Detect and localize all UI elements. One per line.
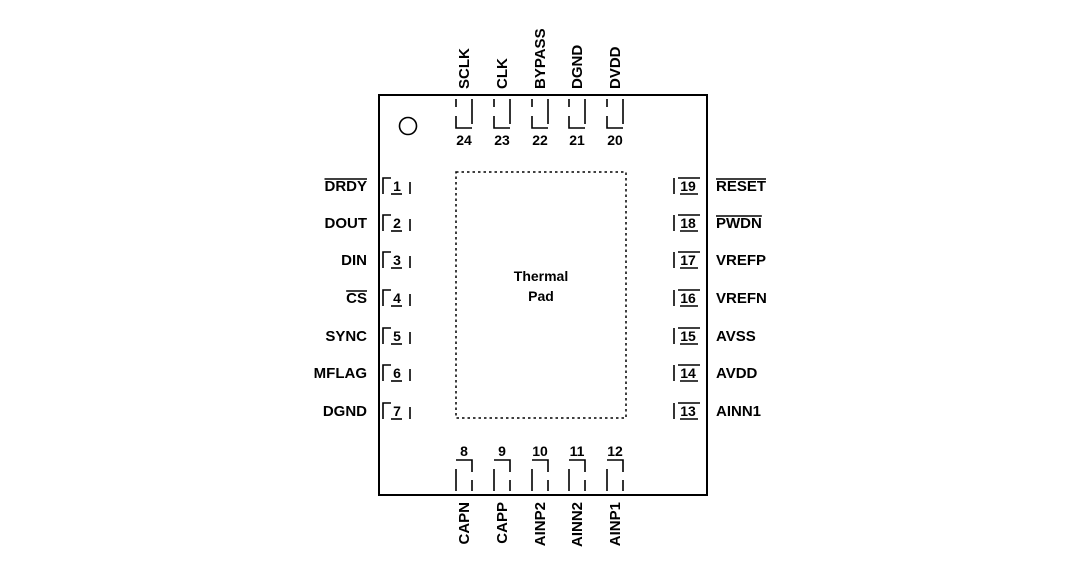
- pin-15: 15 AVSS: [673, 327, 756, 345]
- thermal-pad: [455, 171, 627, 419]
- pin-name: DGND: [569, 45, 586, 89]
- pin-name: DVDD: [607, 46, 624, 89]
- pin-number: 4: [393, 290, 401, 306]
- pin-22: 22 BYPASS: [531, 28, 549, 148]
- pins: 1 DRDY 2 DOUT 3 DIN 4 CS 5 SYNC 6 MFLAG 7 DGND 13 AINN1…: [314, 28, 767, 547]
- pin-name: SYNC: [325, 328, 367, 345]
- package-body: [378, 94, 708, 496]
- pin-number: 19: [680, 178, 696, 194]
- pin-number: 20: [607, 132, 623, 148]
- pin-name: CS: [346, 290, 367, 307]
- pin-outline-left-lower: [568, 116, 585, 129]
- pin-outline-left-lower: [493, 116, 510, 129]
- pin-name: PWDN: [716, 215, 762, 232]
- pin-name: AINP1: [607, 502, 624, 546]
- pin-outline-top: [532, 459, 549, 472]
- pin-name: DOUT: [325, 215, 368, 232]
- pin-6: 6 MFLAG: [314, 364, 411, 382]
- pin-number: 16: [680, 290, 696, 306]
- pin-number: 5: [393, 328, 401, 344]
- pin-number: 14: [680, 365, 696, 381]
- pin-outline-left: [382, 214, 391, 231]
- pin-name: AINP2: [532, 502, 549, 546]
- pin-number: 3: [393, 252, 401, 268]
- pin-16: 16 VREFN: [673, 289, 767, 307]
- pin-17: 17 VREFP: [673, 251, 766, 269]
- pin-outline-left: [382, 402, 391, 419]
- pin-name: DIN: [341, 252, 367, 269]
- pin-name: VREFP: [716, 252, 766, 269]
- pin-outline-left-lower: [606, 116, 623, 129]
- pin-number: 18: [680, 215, 696, 231]
- pin-number: 1: [393, 178, 401, 194]
- pin-name: AINN1: [716, 403, 761, 420]
- pin-number: 22: [532, 132, 548, 148]
- pin-outline-top: [456, 459, 473, 472]
- pin-name: DRDY: [324, 178, 367, 195]
- pin-outline-left: [382, 177, 391, 194]
- pin-number: 13: [680, 403, 696, 419]
- pin-18: 18 PWDN: [673, 214, 762, 232]
- pin-number: 11: [570, 443, 585, 459]
- pin-name: CAPN: [456, 502, 473, 545]
- pin-3: 3 DIN: [341, 251, 411, 269]
- pin-number: 2: [393, 215, 401, 231]
- pin-number: 6: [393, 365, 401, 381]
- pin-name: SCLK: [456, 48, 473, 89]
- pin-outline-left: [382, 364, 391, 381]
- pin-number: 12: [607, 443, 623, 459]
- pin-name: DGND: [323, 403, 367, 420]
- thermal-pad-label-line1: Thermal: [514, 268, 568, 284]
- pin-name: CAPP: [494, 502, 511, 544]
- pin-outline-left-lower: [531, 116, 548, 129]
- pin-outline-top: [607, 459, 624, 472]
- pin-23: 23 CLK: [493, 58, 511, 148]
- pin-1-orientation-circle-icon: [398, 116, 418, 136]
- pin-outline-left-lower: [455, 116, 472, 129]
- pin-4: 4 CS: [346, 289, 411, 307]
- thermal-pad-label-line2: Pad: [528, 288, 554, 304]
- pin-number: 21: [569, 132, 585, 148]
- pin-name: AINN2: [569, 502, 586, 547]
- pin-name: AVDD: [716, 365, 758, 382]
- pin-outline-top: [569, 459, 586, 472]
- pin-14: 14 AVDD: [673, 364, 758, 382]
- pin-24: 24 SCLK: [455, 48, 473, 148]
- pin-number: 10: [532, 443, 548, 459]
- pin-number: 15: [680, 328, 696, 344]
- pin-number: 17: [680, 252, 696, 268]
- pin-2: 2 DOUT: [325, 214, 411, 232]
- pin-number: 23: [494, 132, 510, 148]
- pin-outline-left: [382, 251, 391, 268]
- pin-13: 13 AINN1: [673, 402, 761, 420]
- pin-number: 24: [456, 132, 472, 148]
- pin-name: CLK: [494, 58, 511, 89]
- pin-number: 9: [498, 443, 506, 459]
- pin-20: 20 DVDD: [606, 46, 624, 148]
- pin-outline-top: [494, 459, 511, 472]
- pin-name: AVSS: [716, 328, 756, 345]
- pin-name: MFLAG: [314, 365, 367, 382]
- pin-outline-left: [382, 327, 391, 344]
- pin-name: VREFN: [716, 290, 767, 307]
- pin-21: 21 DGND: [568, 45, 586, 148]
- pin-1: 1 DRDY: [324, 177, 411, 195]
- pin-outline-left: [382, 289, 391, 306]
- pin-number: 8: [460, 443, 468, 459]
- pin-7: 7 DGND: [323, 402, 411, 420]
- pin-name: RESET: [716, 178, 766, 195]
- pin-19: 19 RESET: [673, 177, 767, 195]
- pin-5: 5 SYNC: [325, 327, 411, 345]
- pin-name: BYPASS: [532, 28, 549, 89]
- pin-number: 7: [393, 403, 401, 419]
